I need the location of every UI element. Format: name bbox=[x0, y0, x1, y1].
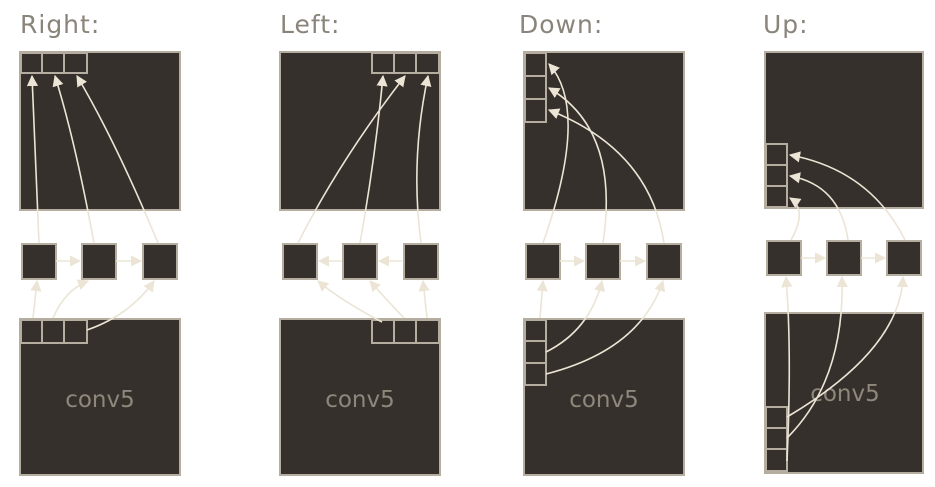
arrow bbox=[789, 197, 802, 241]
rnn-unit bbox=[403, 243, 439, 280]
input-cell bbox=[20, 319, 43, 344]
panel-up: Up: conv5 bbox=[763, 10, 924, 474]
arrow bbox=[786, 275, 909, 418]
conv5-label: conv5 bbox=[325, 387, 395, 413]
input-cell-strip bbox=[20, 319, 88, 344]
arrow bbox=[416, 74, 432, 244]
input-cell bbox=[415, 319, 440, 344]
output-cell bbox=[765, 143, 788, 166]
input-cell bbox=[63, 319, 88, 344]
panel-down: Down: conv5 bbox=[519, 10, 685, 476]
input-cell-strip bbox=[371, 319, 440, 344]
arrow bbox=[359, 74, 388, 244]
output-cell bbox=[524, 75, 547, 100]
output-cell bbox=[393, 52, 417, 74]
conv5-label: conv5 bbox=[810, 381, 880, 407]
input-cell bbox=[765, 406, 788, 429]
rnn-unit bbox=[525, 243, 561, 280]
rnn-unit bbox=[342, 243, 378, 280]
arrow bbox=[786, 275, 848, 439]
arrow bbox=[542, 63, 569, 244]
output-cell bbox=[41, 52, 65, 74]
rnn-unit bbox=[21, 243, 57, 280]
rnn-units bbox=[766, 240, 922, 276]
rnn-units bbox=[282, 243, 439, 280]
arrow bbox=[76, 75, 159, 244]
arrow bbox=[781, 275, 793, 462]
output-cell-strip bbox=[371, 52, 440, 74]
rnn-unit bbox=[886, 240, 922, 276]
output-cell bbox=[765, 164, 788, 187]
panel-title-left: Left: bbox=[280, 10, 340, 39]
input-cell bbox=[765, 448, 788, 472]
rnn-units bbox=[21, 243, 178, 280]
output-feature-map bbox=[19, 51, 181, 211]
arrow bbox=[86, 280, 155, 331]
output-cell bbox=[524, 98, 547, 123]
arrows bbox=[536, 63, 666, 375]
rnn-unit bbox=[826, 240, 862, 276]
input-cell bbox=[765, 427, 788, 450]
arrow bbox=[788, 151, 906, 241]
output-feature-map bbox=[523, 51, 685, 211]
arrow bbox=[317, 280, 383, 323]
arrow bbox=[547, 108, 665, 244]
panel-left: Left: conv5 bbox=[279, 10, 441, 476]
rnn-unit bbox=[646, 243, 682, 280]
arrow bbox=[545, 279, 666, 375]
output-feature-map bbox=[279, 51, 441, 211]
output-cell bbox=[63, 52, 88, 74]
conv5-feature-map bbox=[523, 318, 685, 476]
arrow bbox=[297, 75, 406, 244]
conv5-label: conv5 bbox=[65, 387, 135, 413]
input-cell bbox=[524, 340, 547, 364]
output-cell bbox=[371, 52, 395, 74]
arrows bbox=[781, 151, 909, 462]
input-cell bbox=[393, 319, 417, 344]
input-cell bbox=[524, 319, 547, 342]
rnn-unit bbox=[766, 240, 802, 276]
arrow bbox=[26, 74, 40, 244]
panel-title-right: Right: bbox=[20, 10, 100, 39]
arrow bbox=[545, 279, 606, 353]
panel-title-up: Up: bbox=[763, 10, 809, 39]
arrow bbox=[52, 279, 90, 319]
rnn-unit bbox=[282, 243, 318, 280]
panel-title-down: Down: bbox=[519, 10, 603, 39]
input-cell bbox=[371, 319, 395, 344]
input-cell-strip bbox=[524, 319, 547, 386]
output-cell-strip bbox=[765, 143, 788, 208]
output-cell bbox=[524, 52, 547, 77]
conv5-feature-map bbox=[19, 318, 181, 476]
arrows bbox=[297, 74, 432, 323]
panel-right: Right: conv5 bbox=[19, 10, 181, 476]
output-cell bbox=[415, 52, 440, 74]
conv5-label: conv5 bbox=[569, 387, 639, 413]
arrow bbox=[536, 279, 548, 319]
rnn-unit bbox=[142, 243, 178, 280]
rnn-unit bbox=[585, 243, 621, 280]
output-cell bbox=[765, 185, 788, 208]
output-cell bbox=[20, 52, 43, 74]
arrow bbox=[788, 172, 849, 241]
output-cell-strip bbox=[524, 52, 547, 123]
output-cell-strip bbox=[20, 52, 88, 74]
rnn-unit bbox=[81, 243, 117, 280]
arrow bbox=[548, 87, 608, 244]
arrow bbox=[30, 279, 42, 319]
arrow bbox=[418, 279, 430, 319]
conv5-feature-map bbox=[279, 318, 441, 476]
input-cell-strip bbox=[765, 406, 788, 472]
rnn-units bbox=[525, 243, 682, 280]
arrow bbox=[369, 280, 405, 319]
output-feature-map bbox=[764, 51, 924, 209]
input-cell bbox=[41, 319, 65, 344]
arrows bbox=[26, 74, 159, 331]
conv5-feature-map bbox=[764, 312, 924, 474]
input-cell bbox=[524, 362, 547, 386]
arrow bbox=[52, 74, 95, 244]
